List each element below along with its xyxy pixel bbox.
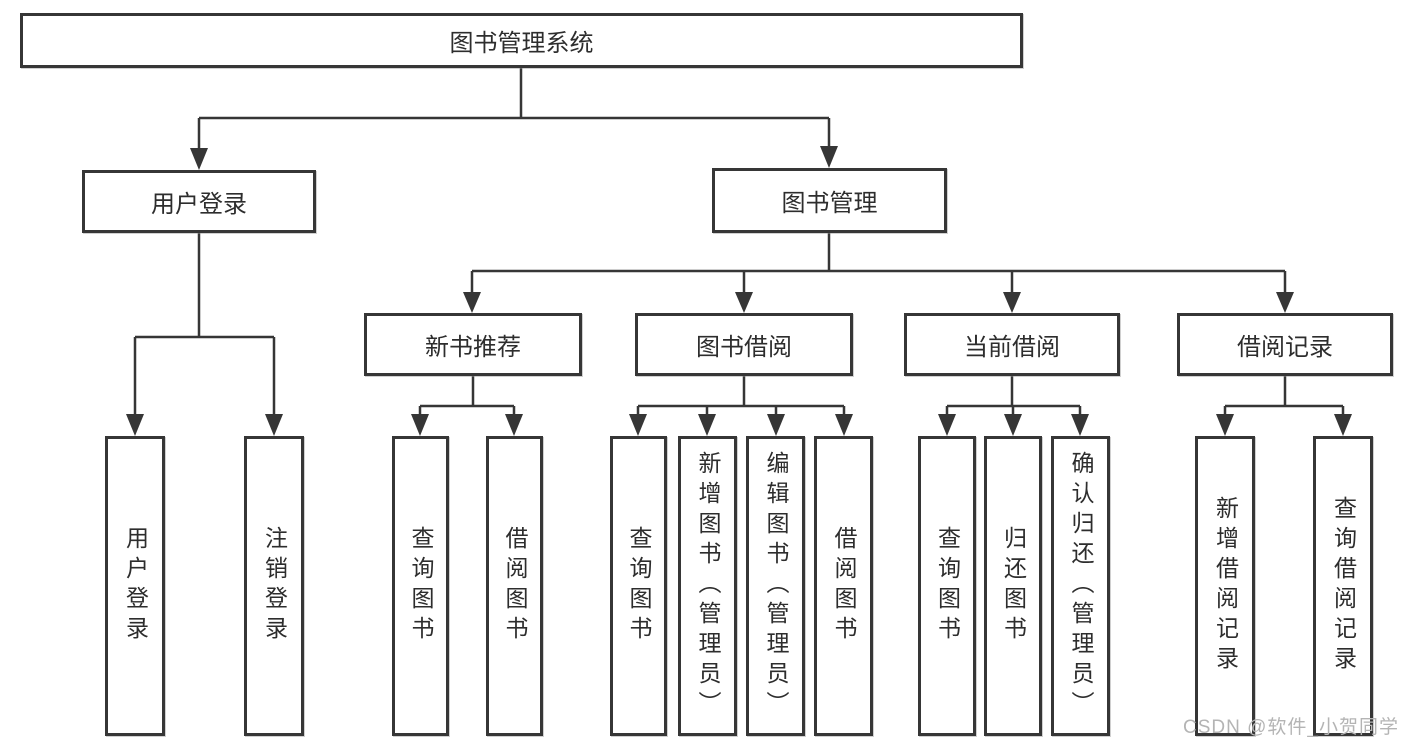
node-user-login-label: 用户登录	[151, 191, 247, 218]
node-borrow-books-leaf: 借阅图书	[814, 436, 873, 736]
node-return-book: 归还图书	[984, 436, 1042, 736]
node-book-borrow: 图书借阅	[635, 313, 853, 376]
node-root-label: 图书管理系统	[449, 30, 594, 57]
node-query-books-recommend-label: 查询图书	[408, 526, 434, 646]
node-user-login-leaf: 用户登录	[105, 436, 165, 736]
node-query-books-current: 查询图书	[918, 436, 976, 736]
node-add-borrow-record-label: 新增借阅记录	[1212, 496, 1239, 676]
node-edit-book-admin: 编辑图书（管理员）	[746, 436, 805, 736]
node-confirm-return-admin-label: 确认归还（管理员）	[1068, 451, 1094, 721]
node-query-books-current-label: 查询图书	[934, 526, 961, 646]
node-borrow-books-recommend-label: 借阅图书	[502, 526, 528, 646]
node-add-book-admin-label: 新增图书（管理员）	[695, 451, 721, 721]
node-user-login: 用户登录	[82, 170, 316, 233]
node-borrow-records-label: 借阅记录	[1237, 334, 1333, 361]
node-add-book-admin: 新增图书（管理员）	[678, 436, 737, 736]
node-query-books-borrow-label: 查询图书	[626, 526, 652, 646]
node-query-borrow-record: 查询借阅记录	[1313, 436, 1373, 736]
node-edit-book-admin-label: 编辑图书（管理员）	[763, 451, 789, 721]
node-return-book-label: 归还图书	[1000, 526, 1027, 646]
node-add-borrow-record: 新增借阅记录	[1195, 436, 1255, 736]
node-confirm-return-admin: 确认归还（管理员）	[1051, 436, 1110, 736]
node-query-books-recommend: 查询图书	[392, 436, 449, 736]
node-logout-leaf-label: 注销登录	[261, 526, 288, 646]
node-borrow-books-leaf-label: 借阅图书	[831, 526, 857, 646]
csdn-watermark: CSDN @软件_小贺同学	[1183, 717, 1399, 738]
node-new-book-recommend-label: 新书推荐	[425, 334, 521, 361]
node-query-books-borrow: 查询图书	[610, 436, 667, 736]
node-logout-leaf: 注销登录	[244, 436, 304, 736]
node-book-management: 图书管理	[712, 168, 947, 233]
node-query-borrow-record-label: 查询借阅记录	[1330, 496, 1357, 676]
node-borrow-books-recommend: 借阅图书	[486, 436, 543, 736]
node-root: 图书管理系统	[20, 13, 1023, 68]
node-book-management-label: 图书管理	[781, 190, 878, 217]
node-book-borrow-label: 图书借阅	[696, 334, 792, 361]
node-new-book-recommend: 新书推荐	[364, 313, 582, 376]
node-user-login-leaf-label: 用户登录	[122, 526, 149, 646]
node-borrow-records: 借阅记录	[1177, 313, 1393, 376]
node-current-borrow-label: 当前借阅	[964, 334, 1060, 361]
node-current-borrow: 当前借阅	[904, 313, 1120, 376]
